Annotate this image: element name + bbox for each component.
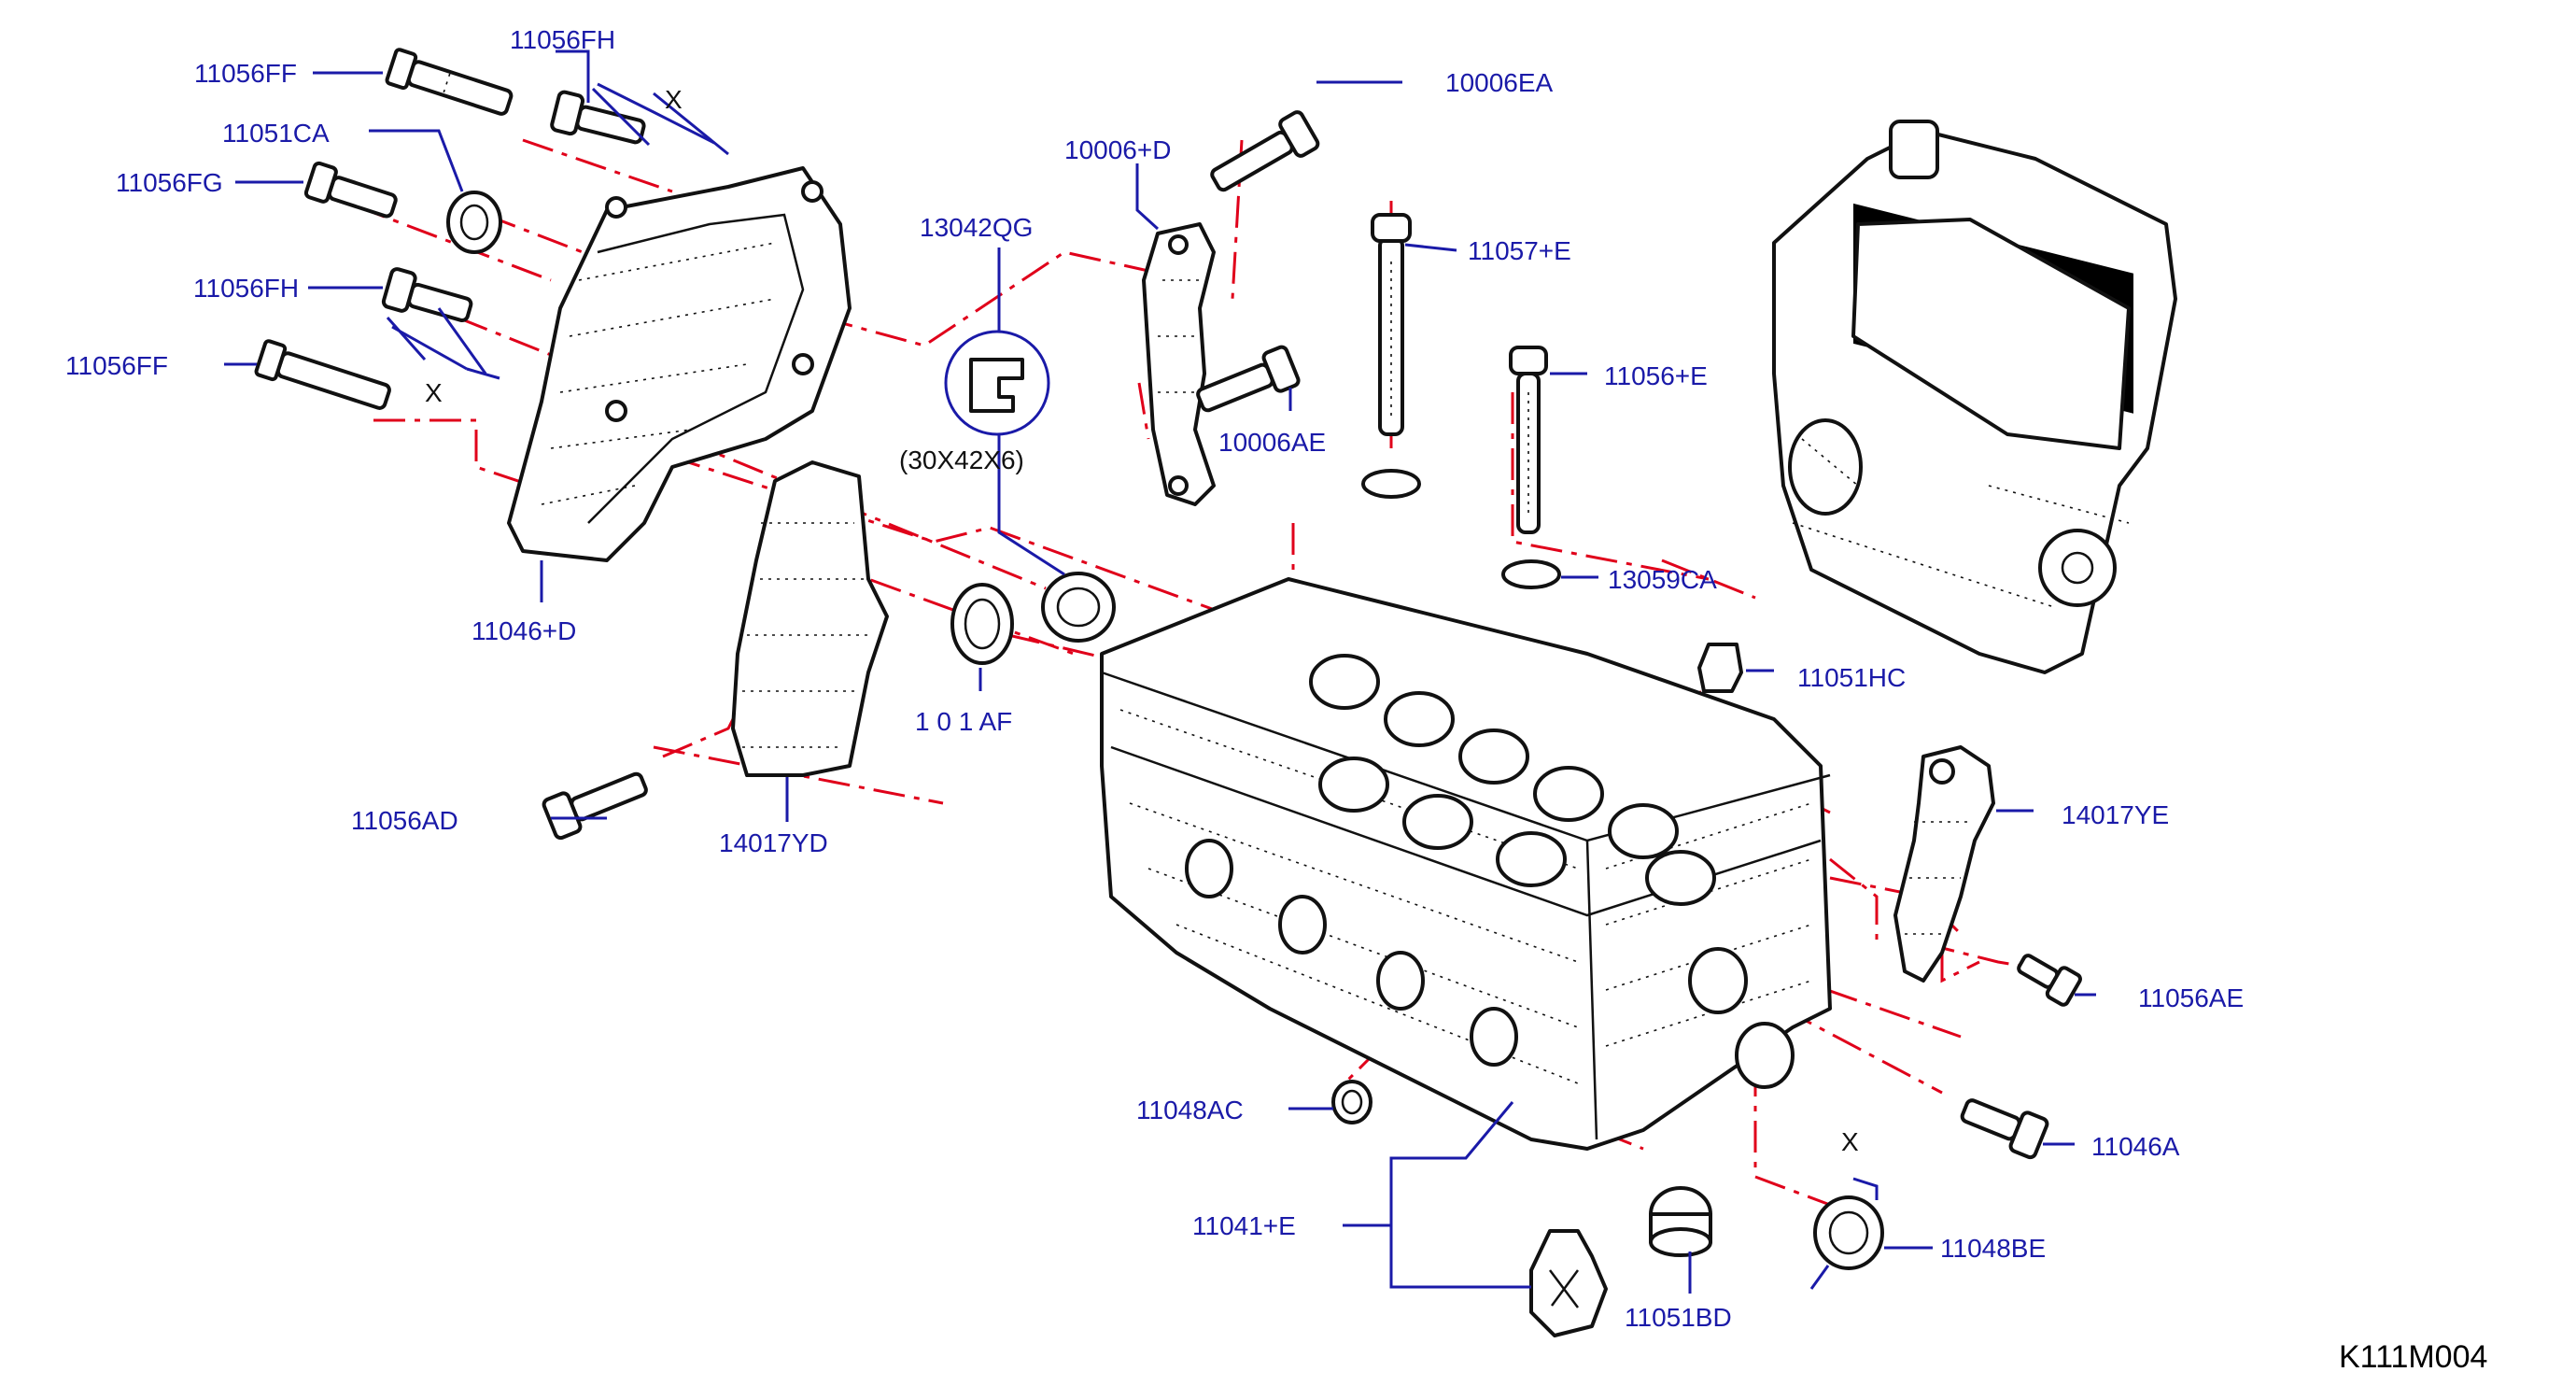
label-11056FH-mid: 11056FH [193, 274, 299, 303]
clip-11051HC [1697, 643, 1743, 693]
label-11056AE: 11056AE [2138, 983, 2244, 1012]
label-11041E: 11041+E [1192, 1211, 1296, 1240]
bolt-11056AE [2017, 954, 2082, 1007]
label-11057E: 11057+E [1468, 236, 1571, 265]
label-11051HC: 11051HC [1797, 663, 1906, 692]
label-11056FF-mid: 11056FF [65, 351, 168, 380]
label-x-bot: X [1841, 1127, 1859, 1156]
bolt-11056FF-top [385, 48, 514, 116]
label-11048BE: 11048BE [1940, 1234, 2046, 1263]
label-x-top: X [665, 85, 683, 114]
bracket-14017YE [1893, 745, 1995, 983]
label-11051BD: 11051BD [1625, 1303, 1732, 1332]
label-13042QG: 13042QG [920, 213, 1033, 242]
bolt-11056FF-mid [254, 339, 391, 410]
label-11046A: 11046A [2091, 1132, 2180, 1161]
label-11056AD: 11056AD [351, 806, 458, 835]
washer-11057E [1361, 469, 1421, 499]
bolt-11057E [1371, 213, 1412, 436]
parts [254, 48, 2177, 1337]
washer-13059CA [1501, 559, 1561, 589]
label-11046D: 11046+D [472, 616, 576, 645]
label-11051CA: 11051CA [222, 119, 330, 148]
label-10006AE: 10006AE [1218, 428, 1326, 457]
label-seal-size: (30X42X6) [899, 446, 1024, 474]
label-10006EA: 10006EA [1445, 68, 1554, 97]
label-13059CA: 13059CA [1608, 565, 1717, 594]
leader-lines [224, 50, 2096, 1294]
engine-thumbnail [1772, 120, 2177, 674]
label-11056FH-top: 11056FH [510, 25, 615, 54]
hanger-10006D [1142, 222, 1216, 506]
label-1301AF: 1 0 1 AF [915, 707, 1012, 736]
bolt-11056FG [303, 161, 398, 219]
cylinder-head-11041E [1100, 577, 1832, 1151]
cap-11048BE [1813, 1195, 1884, 1270]
label-10006D: 10006+D [1064, 135, 1171, 164]
label-11056FF-top: 11056FF [194, 59, 297, 88]
bolt-11056FH-top [550, 90, 646, 145]
plug-11048AC [1331, 1080, 1372, 1124]
label-11056FG: 11056FG [116, 168, 223, 197]
seal-13042QG-detail [944, 330, 1050, 436]
label-x-mid: X [425, 378, 443, 407]
parts-bag-icon [1529, 1229, 1608, 1337]
bolt-11056E [1509, 346, 1548, 534]
label-14017YE: 14017YE [2062, 800, 2169, 829]
seal-ring-13042QG [1041, 572, 1116, 643]
bolt-10006AE [1196, 345, 1301, 413]
bolt-11046A [1960, 1098, 2049, 1160]
cap-11051BD [1649, 1186, 1712, 1257]
labels: 11056FF 11056FH X 11051CA 11056FG 11056F… [65, 25, 2487, 1375]
label-11048AC: 11048AC [1136, 1096, 1244, 1124]
label-11056E: 11056+E [1604, 361, 1708, 390]
bolt-11056FH-mid [381, 267, 473, 323]
diagram-code: K111M004 [2339, 1339, 2487, 1375]
seal-1301AF [950, 583, 1014, 665]
bolt-10006EA [1210, 110, 1320, 192]
bracket-11046D [507, 166, 852, 562]
bolt-11056AD [542, 771, 648, 841]
bracket-14017YD [731, 460, 889, 777]
mount-11051CA [446, 191, 502, 254]
label-14017YD: 14017YD [719, 828, 828, 857]
